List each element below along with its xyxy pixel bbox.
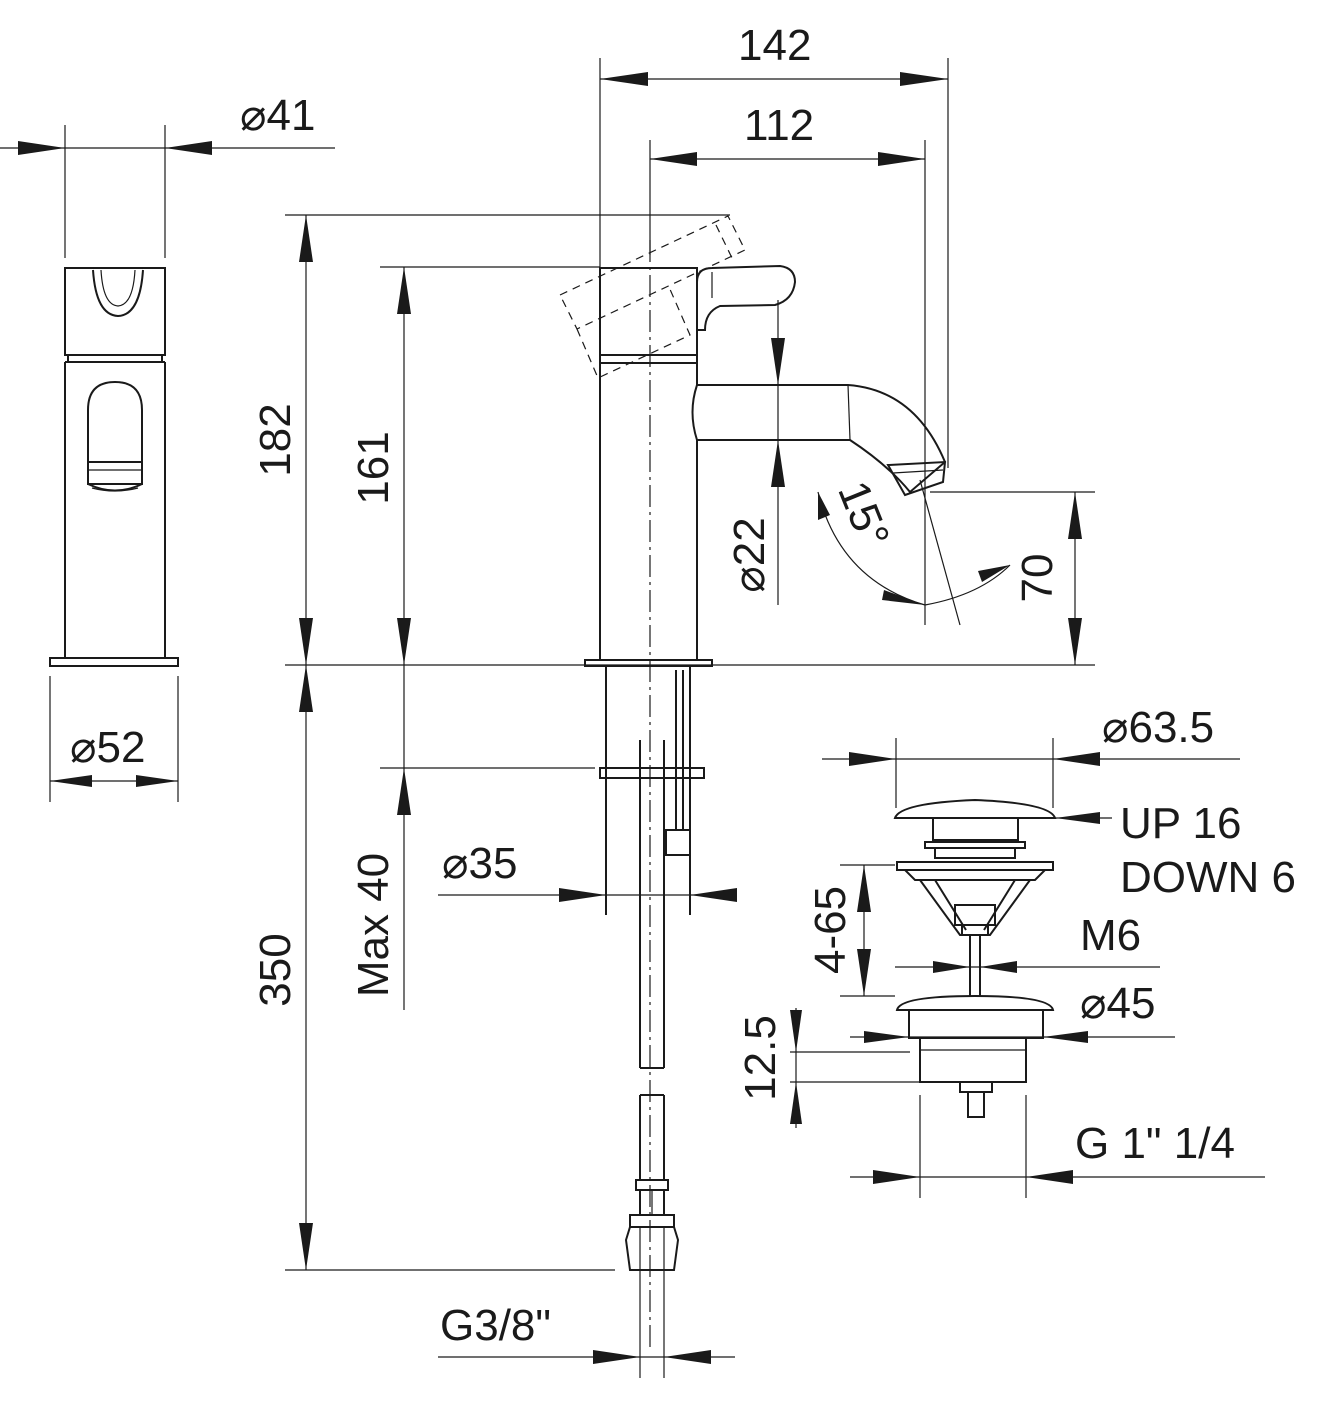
body-height-label: 12.5 (736, 1015, 785, 1101)
thickness-range-label: 4-65 (806, 886, 855, 974)
hose-length-label: 350 (251, 933, 300, 1006)
overall-reach-label: 142 (738, 21, 811, 70)
waste-view: ⌀63.5 UP 16 DOWN 6 4-65 M6 (736, 703, 1296, 1198)
spout-reach-label: 112 (744, 101, 814, 150)
width-top-label: ⌀41 (240, 91, 315, 140)
shank-diameter-label: ⌀35 (442, 839, 517, 888)
spout-diameter-label: ⌀22 (725, 517, 774, 592)
body-diameter-label: ⌀45 (1080, 979, 1155, 1028)
cap-diameter-label: ⌀63.5 (1102, 703, 1214, 752)
stroke-down-label: DOWN 6 (1120, 853, 1296, 902)
outlet-height-label: 70 (1013, 554, 1062, 603)
stroke-up-label: UP 16 (1120, 799, 1242, 848)
rod-thread-label: M6 (1080, 911, 1141, 960)
thread-label: G 1" 1/4 (1075, 1119, 1235, 1168)
spout-height-label: 161 (349, 431, 398, 504)
overall-height-label: 182 (251, 403, 300, 476)
width-base-label: ⌀52 (70, 723, 145, 772)
side-view: 142 112 182 161 (251, 21, 1095, 1378)
deck-thickness-label: Max 40 (349, 853, 398, 997)
hose-connection-label: G3/8" (440, 1301, 551, 1350)
front-view: ⌀41 ⌀52 (0, 91, 335, 802)
